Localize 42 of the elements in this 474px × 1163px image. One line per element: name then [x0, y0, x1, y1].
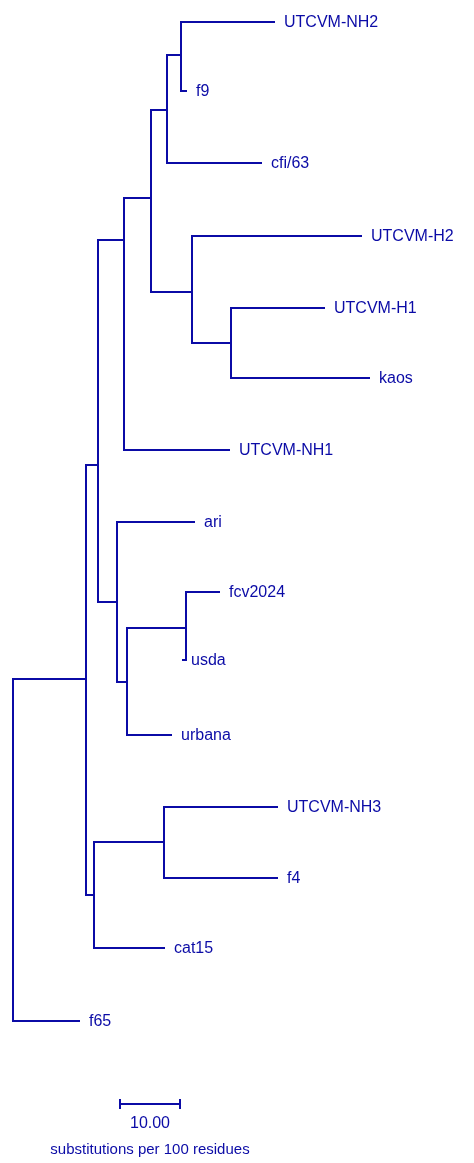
taxon-label: kaos [370, 368, 413, 388]
tree-branch [166, 54, 181, 56]
taxon-label: cat15 [165, 938, 214, 958]
taxon-label: UTCVM-H2 [362, 226, 454, 246]
tree-branch [181, 659, 187, 661]
tree-branch [123, 197, 151, 199]
taxon-label: f65 [80, 1011, 112, 1031]
tree-branch [12, 678, 86, 680]
tree-branch [126, 734, 173, 736]
taxon-label: usda [182, 650, 226, 670]
taxon-label: f4 [278, 868, 301, 888]
tree-branch [93, 841, 164, 843]
tree-branch [163, 877, 279, 879]
tree-branch [180, 21, 276, 23]
tree-branch [97, 239, 124, 241]
taxon-label: UTCVM-NH1 [230, 440, 334, 460]
tree-branch [123, 449, 231, 451]
tree-branch [12, 1020, 81, 1022]
tree-branch [163, 806, 279, 808]
scale-value: 10.00 [130, 1114, 170, 1132]
tree-branch [116, 521, 196, 523]
tree-branch [97, 601, 117, 603]
taxon-label: UTCVM-NH2 [275, 12, 379, 32]
tree-branch [230, 377, 371, 379]
tree-branch [191, 235, 363, 237]
taxon-label: ari [195, 512, 222, 532]
taxon-label: cfi/63 [262, 153, 310, 173]
tree-branch [191, 342, 231, 344]
tree-branch [185, 591, 221, 593]
tree-branch [93, 947, 166, 949]
taxon-label: urbana [172, 725, 231, 745]
tree-branch [150, 291, 192, 293]
scale-caption: substitutions per 100 residues [50, 1140, 250, 1157]
taxon-label: fcv2024 [220, 582, 286, 602]
tree-branch [150, 109, 167, 111]
tree-branch [230, 307, 326, 309]
tree-branch [85, 464, 98, 466]
taxon-label: UTCVM-NH3 [278, 797, 382, 817]
taxon-label: UTCVM-H1 [325, 298, 417, 318]
taxon-label: f9 [187, 81, 210, 101]
tree-branch [126, 627, 186, 629]
tree-branch [166, 162, 263, 164]
